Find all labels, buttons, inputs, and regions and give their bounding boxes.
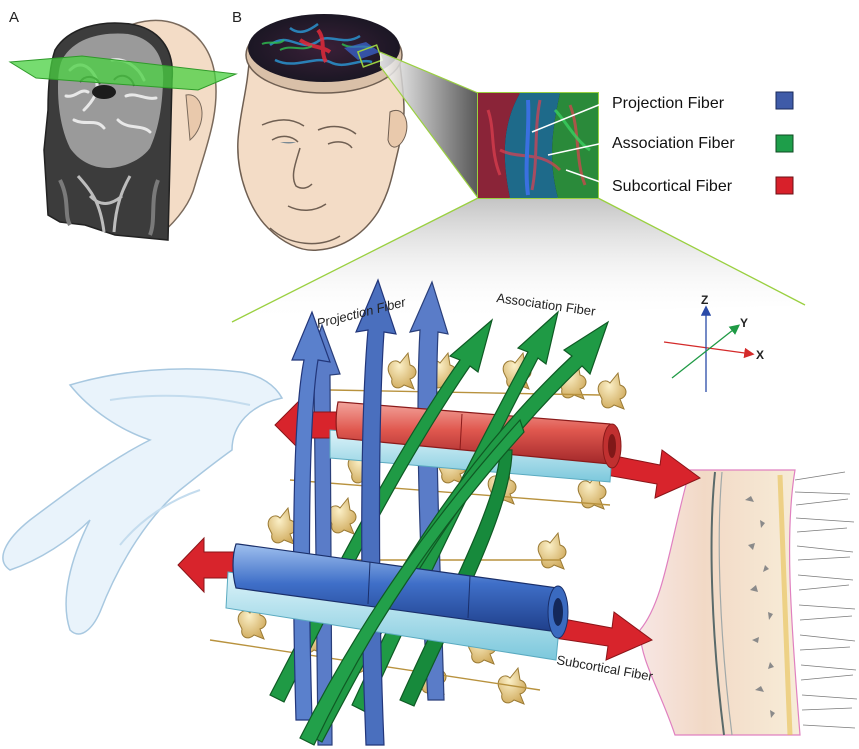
axis-label-y: Y [740,316,748,330]
axis-label-z: Z [701,293,708,307]
fiber-illustration: Projection Fiber Association Fiber Subco… [2,278,858,746]
axial-slice-plane [8,55,238,91]
cortex-fringe [794,471,858,729]
cortex-section [639,469,801,736]
pointer-projection [531,101,607,133]
neuron-dendrites [209,389,611,691]
association-arrow [299,418,525,746]
legend-swatch-subcortical [775,176,794,195]
neuron [597,371,627,410]
subcortical-arrow-right [605,449,701,499]
pointer-association [547,141,609,156]
zoom-cone-top [380,52,478,198]
subcortical-arrow-right-2 [553,611,653,661]
face-features [261,119,357,245]
neuron [387,351,417,390]
dti-zoom-marker [356,44,384,68]
axis-label-x: X [756,348,764,362]
legend-label-association: Association Fiber [612,135,735,152]
legend: Projection Fiber Association Fiber Subco… [612,91,794,195]
axis-y-line [671,324,741,379]
axis-x-line [663,341,755,359]
ear-b [387,109,408,148]
mri-brain [58,33,164,168]
panel-b-letter: B [232,9,242,26]
neuron [267,506,297,545]
legend-swatch-association [775,134,794,153]
projection-arrow [355,278,397,746]
neuron [327,496,357,535]
label-subcortical-fiber: Subcortical Fiber [555,652,654,684]
legend-swatch-projection [775,91,794,110]
coordinate-axes: Z Y X [663,293,764,392]
legend-label-subcortical: Subcortical Fiber [612,178,733,195]
panel-a-letter: A [9,9,19,26]
panel-b-head-dti: B [232,9,408,251]
legend-label-projection: Projection Fiber [612,95,725,112]
neuron [537,531,567,570]
pointer-subcortical [565,169,607,185]
panel-a-coronal-mri: A [8,9,238,241]
association-arrows-front [299,418,525,746]
neuron [577,471,607,510]
ventricle-outline [2,368,284,635]
mri-ventricles [92,85,116,99]
ear-a [185,94,203,141]
